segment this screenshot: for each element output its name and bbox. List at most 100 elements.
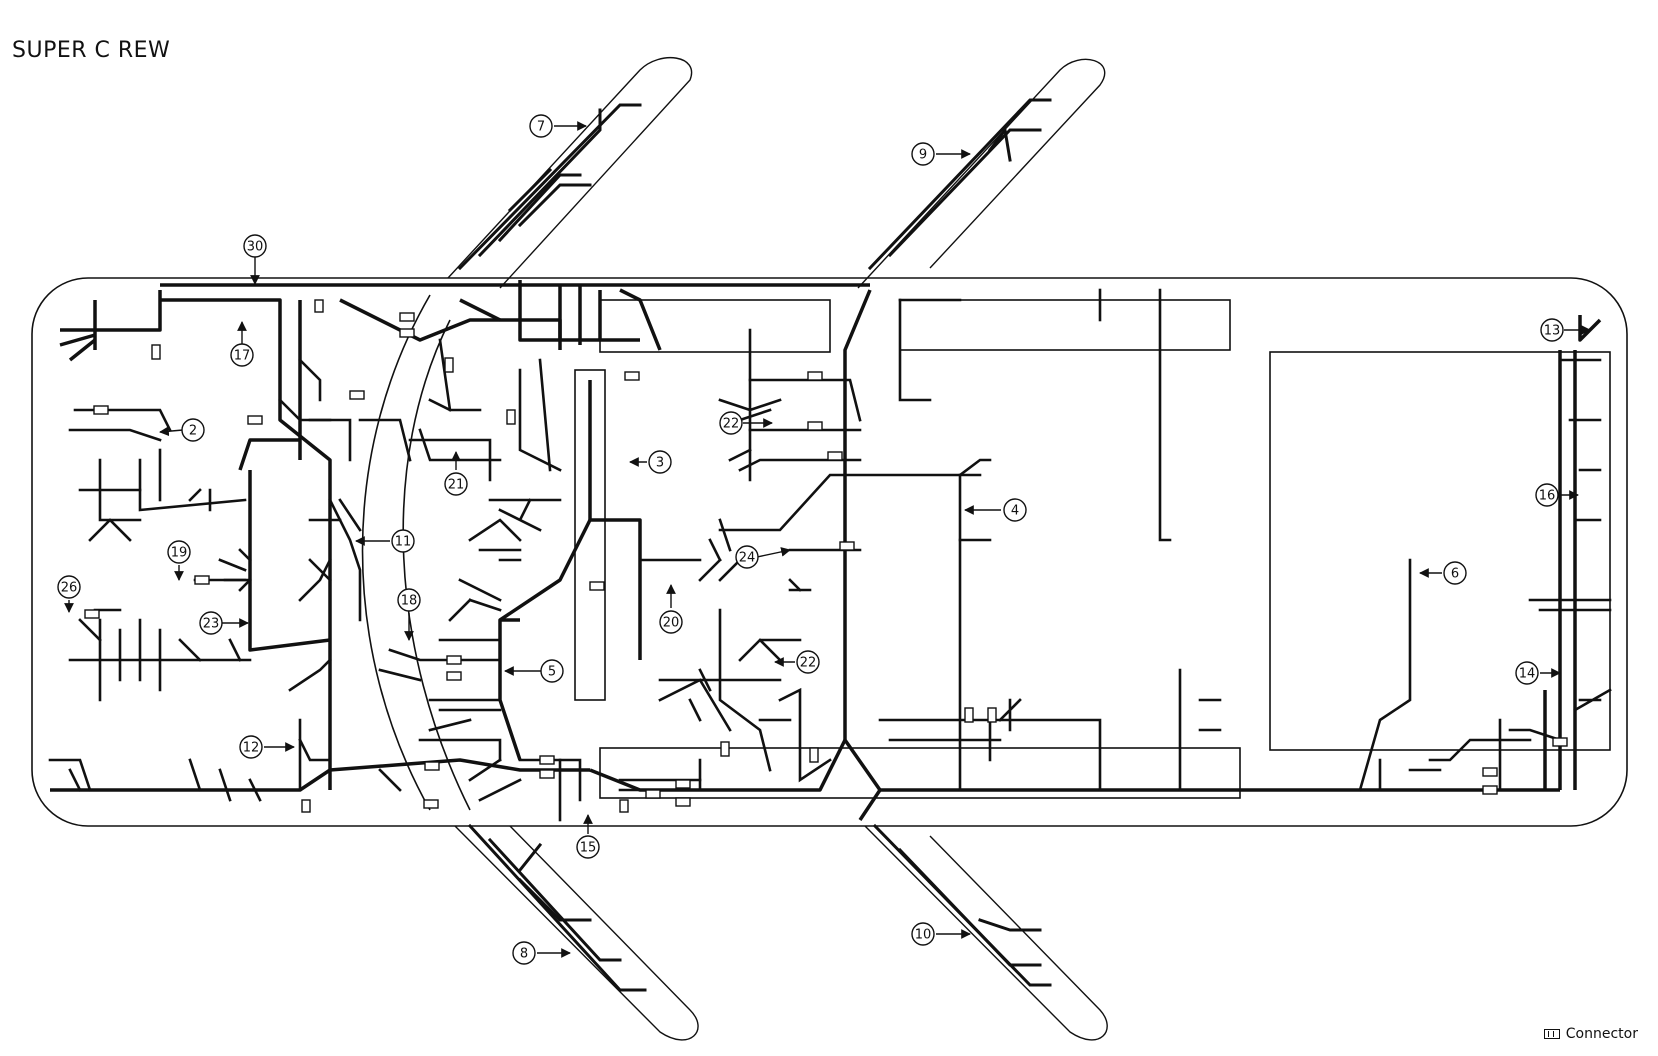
connector-icon xyxy=(314,299,324,313)
callout-label: 30 xyxy=(247,240,264,255)
callout-label: 8 xyxy=(520,947,528,962)
callout-6: 6 xyxy=(1443,561,1467,585)
connector-icon xyxy=(444,357,454,373)
callout-22-lower: 22 xyxy=(796,650,820,674)
callout-label: 3 xyxy=(656,456,664,471)
connector-icon xyxy=(1482,767,1498,777)
callout-10: 10 xyxy=(911,922,935,946)
callout-11: 11 xyxy=(391,529,415,553)
connector-icon xyxy=(399,312,415,322)
legend: Connector xyxy=(1543,1026,1638,1042)
callout-14: 14 xyxy=(1515,661,1539,685)
callout-2: 2 xyxy=(181,418,205,442)
callout-15: 15 xyxy=(576,835,600,859)
callout-label: 18 xyxy=(401,594,418,609)
callout-label: 24 xyxy=(739,551,756,566)
connector-icon xyxy=(589,581,605,591)
callouts: 30 17 2 19 26 23 11 18 21 3 22 24 20 5 12 15 4 6 13 16 14 7 9 8… xyxy=(57,114,1564,965)
callout-label: 22 xyxy=(723,417,740,432)
connector-icon xyxy=(424,761,440,771)
connector-icon xyxy=(506,409,516,425)
connector-icon xyxy=(807,371,823,381)
vehicle-outline xyxy=(31,277,1628,827)
callout-label: 21 xyxy=(448,478,465,493)
connector-icon xyxy=(247,415,263,425)
connector-icon xyxy=(809,747,819,763)
connector-icon xyxy=(720,741,730,757)
connector-icon xyxy=(301,799,311,813)
callout-8: 8 xyxy=(512,941,536,965)
callout-label: 9 xyxy=(919,148,927,163)
connector-icon xyxy=(93,405,109,415)
callout-label: 7 xyxy=(537,120,545,135)
callout-20: 20 xyxy=(659,610,683,634)
callout-24: 24 xyxy=(735,545,759,569)
callout-label: 15 xyxy=(580,841,597,856)
callout-4: 4 xyxy=(1003,498,1027,522)
connector-icon xyxy=(539,769,555,779)
connector-icon xyxy=(987,707,997,723)
callout-leaders xyxy=(64,121,1591,958)
connector-icon xyxy=(645,789,661,799)
callout-5: 5 xyxy=(540,659,564,683)
callout-18: 18 xyxy=(397,588,421,612)
callout-12: 12 xyxy=(239,735,263,759)
connector-icon xyxy=(1552,737,1568,747)
legend-label: Connector xyxy=(1565,1026,1638,1042)
callout-16: 16 xyxy=(1535,483,1559,507)
callout-13: 13 xyxy=(1540,318,1564,342)
connector-icon xyxy=(964,707,974,723)
connector-icon xyxy=(446,671,462,681)
callout-9: 9 xyxy=(911,142,935,166)
callout-17: 17 xyxy=(230,343,254,367)
connector-icon xyxy=(1482,785,1498,795)
callout-label: 23 xyxy=(203,617,220,632)
connector-icon xyxy=(194,575,210,585)
door-harnesses xyxy=(457,98,1052,992)
callout-30: 30 xyxy=(243,234,267,258)
connector-icon xyxy=(539,755,555,765)
connector-icon xyxy=(624,371,640,381)
connector-icon xyxy=(446,655,462,665)
callout-label: 5 xyxy=(548,665,556,680)
connector-icon xyxy=(807,421,823,431)
connector-icon xyxy=(349,390,365,400)
connector-icon xyxy=(399,328,415,338)
callout-label: 2 xyxy=(189,424,197,439)
connector-icon xyxy=(675,797,691,807)
callout-7: 7 xyxy=(529,114,553,138)
connector-icon xyxy=(151,344,161,360)
connectors xyxy=(84,299,1568,813)
callout-label: 4 xyxy=(1011,504,1019,519)
callout-label: 19 xyxy=(171,546,188,561)
svg-text:22: 22 xyxy=(800,656,817,671)
branch-wires xyxy=(48,288,1612,822)
callout-label: 16 xyxy=(1539,489,1556,504)
connector-icon xyxy=(423,799,439,809)
callout-label: 20 xyxy=(663,616,680,631)
callout-3: 3 xyxy=(648,450,672,474)
callout-label: 13 xyxy=(1544,324,1561,339)
callout-label: 10 xyxy=(915,928,932,943)
callout-23: 23 xyxy=(199,611,223,635)
door-rear-left xyxy=(857,58,1106,289)
callout-label: 6 xyxy=(1451,567,1459,582)
callout-label: 14 xyxy=(1519,667,1536,682)
connector-icon xyxy=(827,451,843,461)
callout-label: 26 xyxy=(61,581,78,596)
callout-label: 11 xyxy=(395,535,412,550)
connector-icon xyxy=(675,779,691,789)
callout-22: 22 xyxy=(719,411,743,435)
callout-26: 26 xyxy=(57,575,81,599)
page-title: SUPER C REW xyxy=(12,38,171,63)
connector-icon xyxy=(619,799,629,813)
callout-19: 19 xyxy=(167,540,191,564)
callout-21: 21 xyxy=(444,472,468,496)
callout-label: 17 xyxy=(234,349,251,364)
door-front-left xyxy=(447,56,693,289)
connector-icon xyxy=(839,541,855,551)
door-rear-right xyxy=(864,825,1108,1041)
callout-label: 12 xyxy=(243,741,260,756)
